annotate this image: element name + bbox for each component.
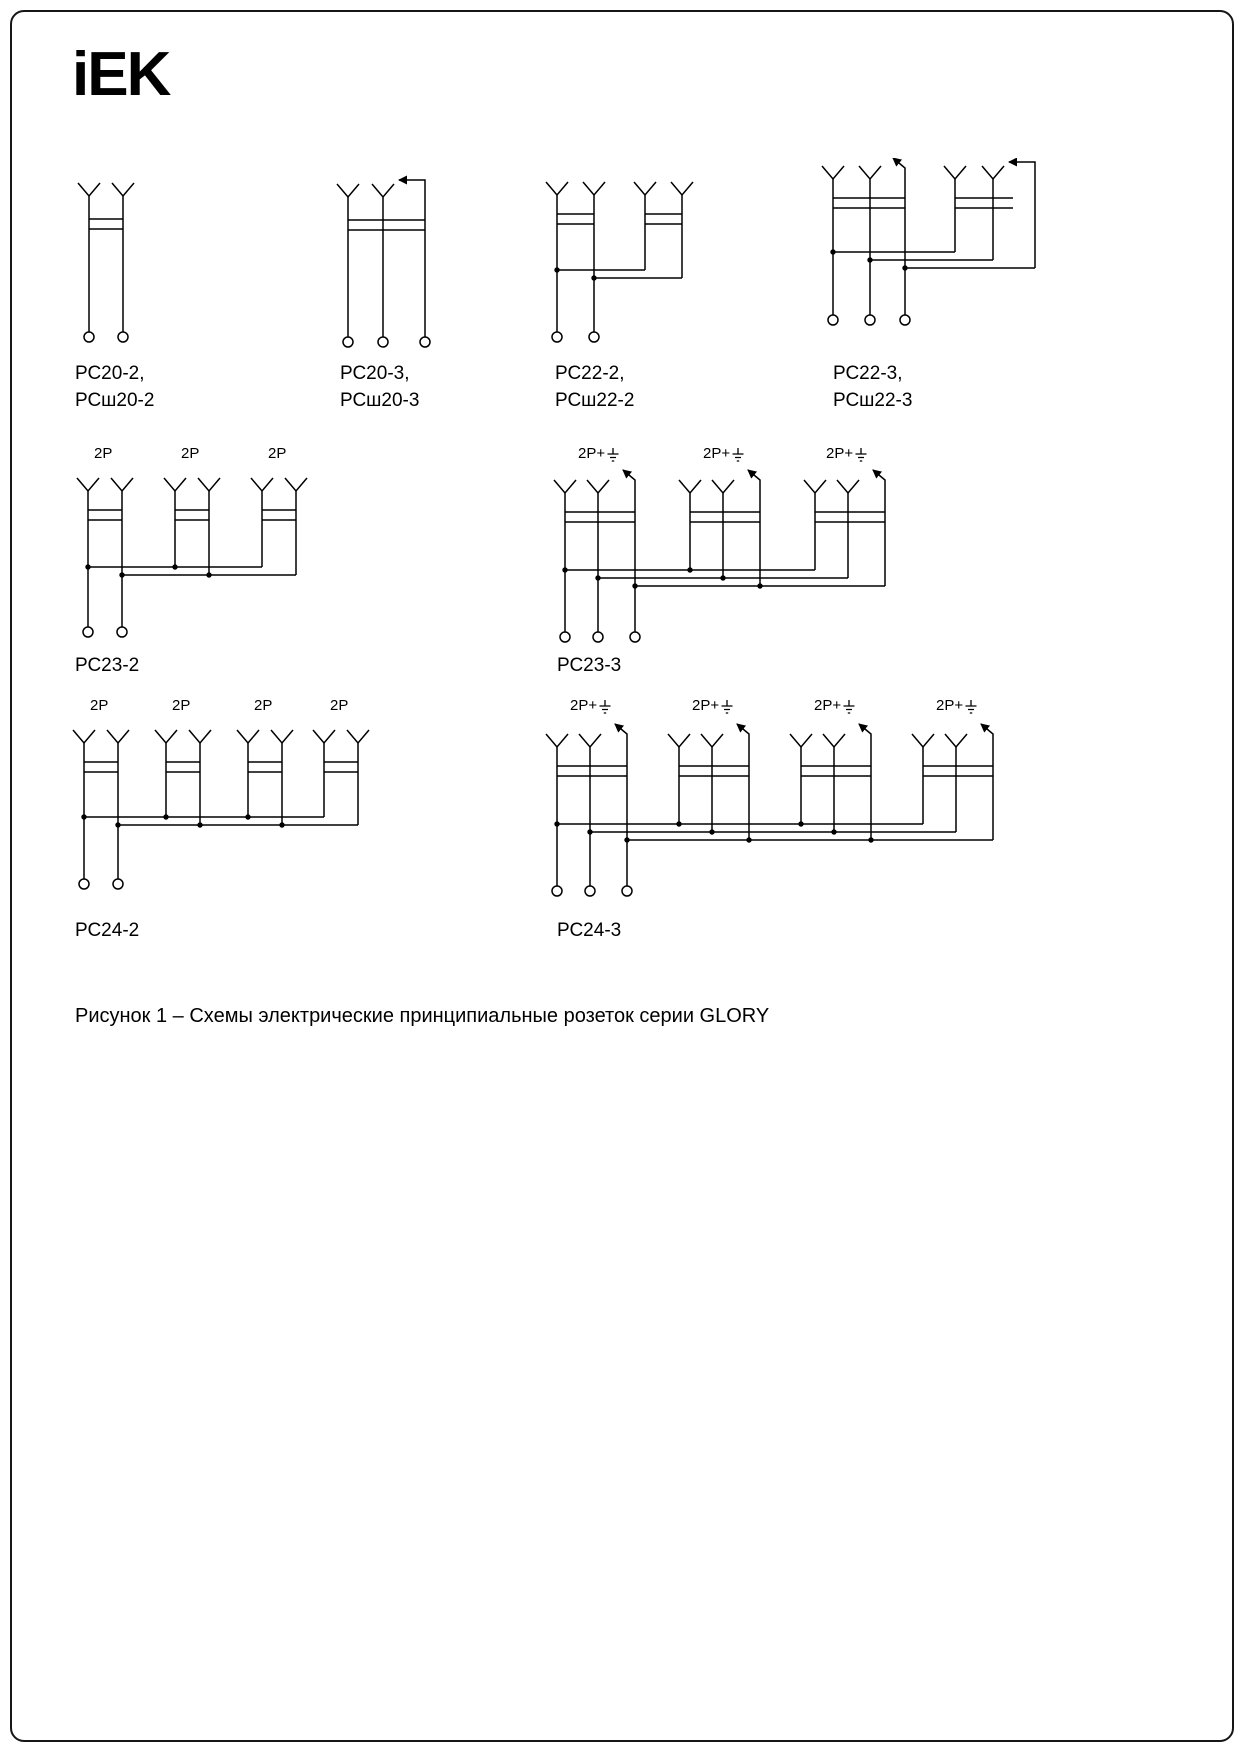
pole-label-text: 2Р+ <box>703 445 731 462</box>
pole-label-text: 2Р <box>94 445 113 462</box>
schematic-rc23-3-drawing <box>553 469 886 643</box>
label-rc20-2: РС20-2, РСш20-2 <box>75 360 154 414</box>
pole-label-text: 2Р <box>181 445 200 462</box>
pole-label-text: 2Р <box>90 697 109 714</box>
earth-icon <box>721 700 733 714</box>
schematic-rc23-2-drawing <box>76 477 308 638</box>
label-line: РСш22-2 <box>555 390 635 411</box>
pole-label-text: 2Р+ <box>692 697 720 714</box>
pole-label-text: 2Р <box>330 697 349 714</box>
earth-icon <box>843 700 855 714</box>
earth-icon <box>607 448 619 462</box>
pole-label-text: 2Р <box>254 697 273 714</box>
label-line: РС22-2, <box>555 363 625 384</box>
schematic-rc24-3-drawing <box>545 723 994 897</box>
pole-label-text: 2Р+ <box>936 697 964 714</box>
pole-label: 2Р+ <box>692 698 734 715</box>
schematic-rc24-2-drawing <box>72 729 370 890</box>
pole-label-text: 2Р+ <box>578 445 606 462</box>
earth-icon <box>965 700 977 714</box>
pole-label-text: 2Р+ <box>826 445 854 462</box>
label-rc23-2: РС23-2 <box>75 655 140 676</box>
schematic-rc20-3-drawing <box>336 175 431 348</box>
label-line: РС22-3, <box>833 363 903 384</box>
earth-icon <box>732 448 744 462</box>
label-line: РС20-2, <box>75 363 145 384</box>
pole-label: 2Р+ <box>814 698 856 715</box>
pole-label: 2Р <box>90 698 108 714</box>
label-line: РСш20-2 <box>75 390 155 411</box>
pole-label: 2Р <box>181 446 199 462</box>
pole-label: 2Р <box>254 698 272 714</box>
figure-caption: Рисунок 1 – Схемы электрические принципи… <box>75 1005 770 1027</box>
pole-label: 2Р <box>330 698 348 714</box>
pole-label: 2Р+ <box>570 698 612 715</box>
schematic-rc22-3-drawing <box>821 158 1036 326</box>
pole-label: 2Р <box>268 446 286 462</box>
schematic-rc22-2-drawing <box>545 181 694 343</box>
label-rc22-2: РС22-2, РСш22-2 <box>555 360 634 414</box>
label-line: РС20-3, <box>340 363 410 384</box>
pole-label-text: 2Р+ <box>814 697 842 714</box>
pole-label: 2Р <box>94 446 112 462</box>
pole-label: 2Р+ <box>826 446 868 463</box>
label-rc24-2: РС24-2 <box>75 920 140 941</box>
label-line: РСш22-3 <box>833 390 913 411</box>
label-rc24-3: РС24-3 <box>557 920 622 941</box>
earth-icon <box>599 700 611 714</box>
iek-logo: iEK <box>72 40 171 109</box>
label-rc20-3: РС20-3, РСш20-3 <box>340 360 419 414</box>
page-border <box>10 10 1234 1742</box>
earth-icon <box>855 448 867 462</box>
pole-label: 2Р+ <box>936 698 978 715</box>
pole-label-text: 2Р <box>268 445 287 462</box>
label-line: РСш20-3 <box>340 390 420 411</box>
pole-label-text: 2Р+ <box>570 697 598 714</box>
pole-label-text: 2Р <box>172 697 191 714</box>
label-rc22-3: РС22-3, РСш22-3 <box>833 360 912 414</box>
label-rc23-3: РС23-3 <box>557 655 622 676</box>
pole-label: 2Р+ <box>578 446 620 463</box>
pole-label: 2Р <box>172 698 190 714</box>
schematic-rc20-2-drawing <box>77 182 135 343</box>
pole-label: 2Р+ <box>703 446 745 463</box>
